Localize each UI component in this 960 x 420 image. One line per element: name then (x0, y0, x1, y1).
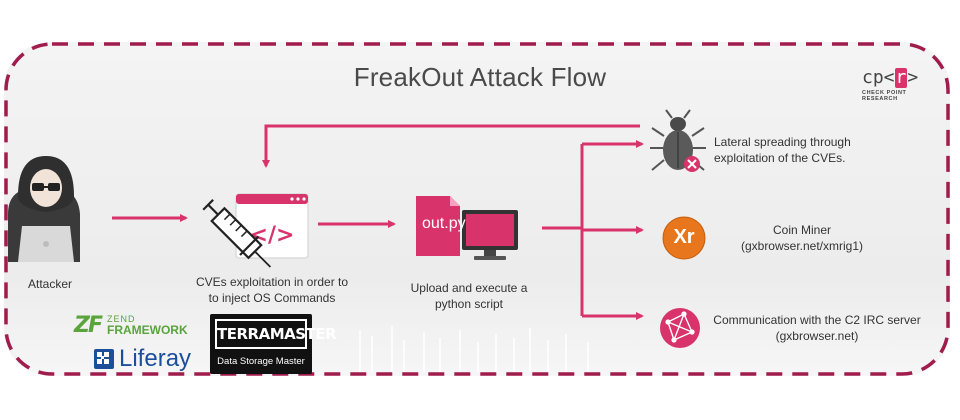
network-globe-icon (660, 308, 700, 348)
lateral-label: Lateral spreading through exploitation o… (714, 134, 884, 166)
diagram-title: FreakOut Attack Flow (353, 62, 607, 92)
lateral-line-1: Lateral spreading through (714, 135, 851, 149)
upload-label: Upload and execute a python script (384, 280, 554, 312)
terramaster-logo: TERRAMASTER Data Storage Master (210, 314, 337, 374)
background-streaks (359, 326, 589, 372)
xmrig-icon-text: Xr (673, 226, 695, 248)
cp-mark-text: cp< (862, 67, 895, 88)
miner-line-1: Coin Miner (772, 223, 832, 237)
lateral-line-2: exploitation of the CVEs. (714, 151, 846, 165)
c2-line-2: (gxbrowser.net) (775, 329, 859, 343)
xmrig-icon (662, 216, 706, 260)
liferay-logo: Liferay (94, 344, 191, 374)
c2-label: Communication with the C2 IRC server (gx… (704, 312, 930, 344)
cp-mark-end: > (907, 67, 919, 88)
c2-line-1: Communication with the C2 IRC server (713, 313, 921, 327)
zend-text: ZEND FRAMEWORK (107, 314, 188, 336)
dashed-frame (4, 42, 950, 376)
arrow-lateral-feedback (262, 124, 640, 168)
script-monitor-icon (416, 196, 518, 260)
syringe-code-window-icon: </> (202, 193, 309, 268)
check-point-logo: cp<r> CHECK POINT RESEARCH (862, 68, 928, 104)
cp-mark-r: r (894, 67, 908, 88)
cp-logo-subtitle: CHECK POINT RESEARCH (862, 90, 907, 102)
bug-icon (650, 109, 706, 172)
exploit-line-1: CVEs exploitation in order to (195, 275, 349, 289)
liferay-mark-icon (94, 349, 114, 369)
zend-line-1: ZEND (106, 314, 136, 324)
script-file-label: out.py (422, 215, 466, 232)
liferay-name: Liferay (119, 345, 192, 372)
terramaster-subtitle: Data Storage Master (217, 356, 305, 367)
cp-logo-mark: cp<r> (862, 68, 928, 88)
hooded-attacker-icon (8, 156, 80, 262)
zend-line-2: FRAMEWORK (106, 323, 188, 337)
upload-line-2: python script (434, 297, 504, 311)
upload-line-1: Upload and execute a (410, 281, 528, 295)
attacker-label: Attacker (27, 277, 72, 291)
exploit-line-2: to inject OS Commands (208, 291, 336, 305)
miner-line-2: (gxbrowser.net/xmrig1) (740, 239, 864, 253)
terramaster-name: TERRAMASTER (215, 319, 337, 349)
zend-mark-icon: ZF (74, 312, 103, 338)
diagram-panel (4, 42, 950, 376)
exploit-label: CVEs exploitation in order to to inject … (172, 274, 372, 306)
miner-label: Coin Miner (gxbrowser.net/xmrig1) (712, 222, 892, 254)
zend-framework-logo: ZF ZEND FRAMEWORK (74, 312, 198, 338)
flow-arrows (112, 124, 644, 320)
